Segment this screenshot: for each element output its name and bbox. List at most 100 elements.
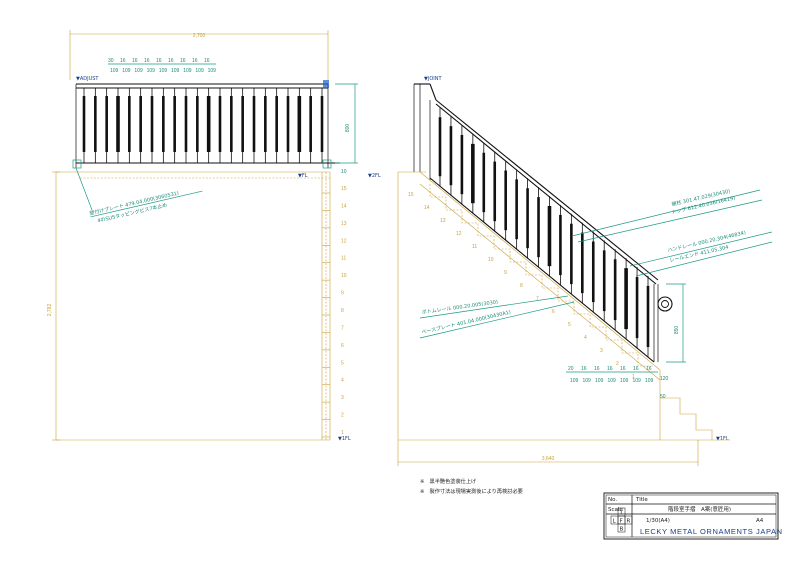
side-baluster-knurl [526, 188, 529, 249]
side-baluster-knurl [646, 285, 650, 348]
front-step-number: 7 [341, 325, 344, 331]
side-step-number: 10 [488, 257, 494, 263]
side-step-number: 12 [456, 231, 462, 237]
front-twisted-baluster [206, 96, 211, 152]
side-bottom-small-dim: 16 [607, 366, 613, 372]
side-balusters [438, 107, 650, 358]
side-bottom-small-dim: 16 [646, 366, 652, 372]
side-step-number: 7 [536, 296, 539, 302]
side-baluster-knurl [515, 179, 518, 240]
front-step-number: 12 [341, 238, 347, 244]
front-step-number: 3 [341, 395, 344, 401]
side-bottom-small-dim: 16 [594, 366, 600, 372]
side-bottom-small-dim: 16 [633, 366, 639, 372]
side-bottom-small-dim: 16 [620, 366, 626, 372]
side-step-number: 13 [440, 218, 446, 224]
tb-scale-value: 1/30(A4) [646, 518, 670, 524]
front-baluster-knurl [139, 96, 142, 152]
side-stair-steps [429, 184, 654, 367]
side-step-number: 9 [504, 270, 507, 276]
front-overall-height: 2,782 [47, 304, 53, 317]
front-top-small-dim: 16 [156, 58, 162, 64]
front-bay-dim: 109 [208, 68, 217, 74]
front-baluster-knurl [218, 96, 222, 152]
side-overall-width: 3,640 [542, 456, 555, 462]
front-baluster-knurl [162, 96, 165, 152]
front-step-number: 4 [341, 378, 344, 384]
front-baluster-knurl [128, 96, 131, 152]
front-baluster-knurl [173, 96, 176, 152]
side-baluster-knurl [602, 250, 606, 312]
front-twisted-baluster [297, 96, 302, 152]
front-step-number: 15 [341, 186, 347, 192]
side-dashed-tread-path [429, 184, 654, 367]
front-top-small-dim: 16 [132, 58, 138, 64]
front-baluster-knurl [184, 96, 188, 152]
front-1fl-label: ▼1FL [338, 436, 351, 442]
front-baluster-knurl [241, 96, 244, 152]
side-small-dim-1: 120 [660, 376, 669, 382]
front-top-small-dim: 16 [144, 58, 150, 64]
front-adjust-label: ▼ADJUST [76, 76, 99, 82]
side-step-number: 5 [568, 322, 571, 328]
front-top-small-dim: 16 [168, 58, 174, 64]
note-finish: ※ 黒半艶色塗装仕上げ [420, 477, 477, 485]
side-baluster-knurl [591, 241, 595, 303]
note-measure: ※ 製作寸法は現場実測後により再検討必要 [420, 487, 523, 495]
side-baluster-knurl [635, 277, 639, 339]
front-top-small-dim: 16 [192, 58, 198, 64]
front-fl-label: ▼FL [298, 173, 308, 179]
general-notes: ※ 黒半艶色塗装仕上げ ※ 製作寸法は現場実測後により再検討必要 [420, 477, 523, 495]
front-top-small-dim: 30 [108, 58, 114, 64]
front-baluster-knurl [150, 96, 154, 152]
front-baluster-knurl [320, 96, 324, 152]
tb-no-label: No. [608, 497, 617, 503]
side-bottom-small-dim: 20 [568, 366, 574, 372]
front-bay-dim: 109 [110, 68, 119, 74]
front-bay-dim: 109 [122, 68, 131, 74]
side-bottom-bay-dim: 109 [645, 378, 654, 384]
front-top-small-dim: 16 [120, 58, 126, 64]
front-twisted-baluster [116, 96, 120, 152]
side-step-number: 4 [584, 335, 587, 341]
tb-view-l: L [613, 519, 617, 525]
side-step-number: 11 [472, 244, 477, 250]
front-end-dim: 10 [341, 169, 347, 175]
front-bay-dim: 109 [159, 68, 168, 74]
front-baluster-knurl [82, 96, 86, 152]
tb-view-t: T [619, 511, 624, 517]
side-step-number: 3 [600, 348, 603, 354]
tb-view-f: F [620, 519, 623, 525]
front-bay-dim: 109 [134, 68, 143, 74]
front-step-number: 5 [341, 360, 344, 366]
tb-scale-label: Scale [608, 507, 623, 513]
side-bottom-bay-dim: 109 [620, 378, 629, 384]
side-height-dim: 850 [674, 326, 680, 335]
front-step-number: 14 [341, 203, 347, 209]
front-bay-dim: 109 [195, 68, 204, 74]
tb-paper-size: A4 [756, 518, 764, 524]
tb-view-b: B [620, 527, 624, 533]
side-joint-label: ▼JOINT [424, 76, 442, 82]
front-baluster-knurl [105, 96, 108, 152]
front-baluster-knurl [286, 96, 290, 152]
side-step-number: 2 [616, 361, 619, 367]
side-baluster-knurl [493, 161, 497, 222]
side-baluster-knurl [613, 259, 617, 321]
side-baluster-knurl [438, 117, 442, 177]
front-baluster-knurl [230, 96, 233, 152]
front-baluster-knurl [94, 96, 97, 152]
front-top-small-dim: 16 [180, 58, 186, 64]
side-baluster-knurl [581, 232, 584, 294]
front-overall-width: 2,700 [193, 33, 206, 39]
side-1fl-label: ▼1FL [716, 436, 729, 442]
front-top-small-dim: 16 [204, 58, 210, 64]
front-step-number: 9 [341, 291, 344, 297]
side-twisted-baluster [471, 143, 475, 204]
side-bottom-bay-dim: 109 [583, 378, 592, 384]
